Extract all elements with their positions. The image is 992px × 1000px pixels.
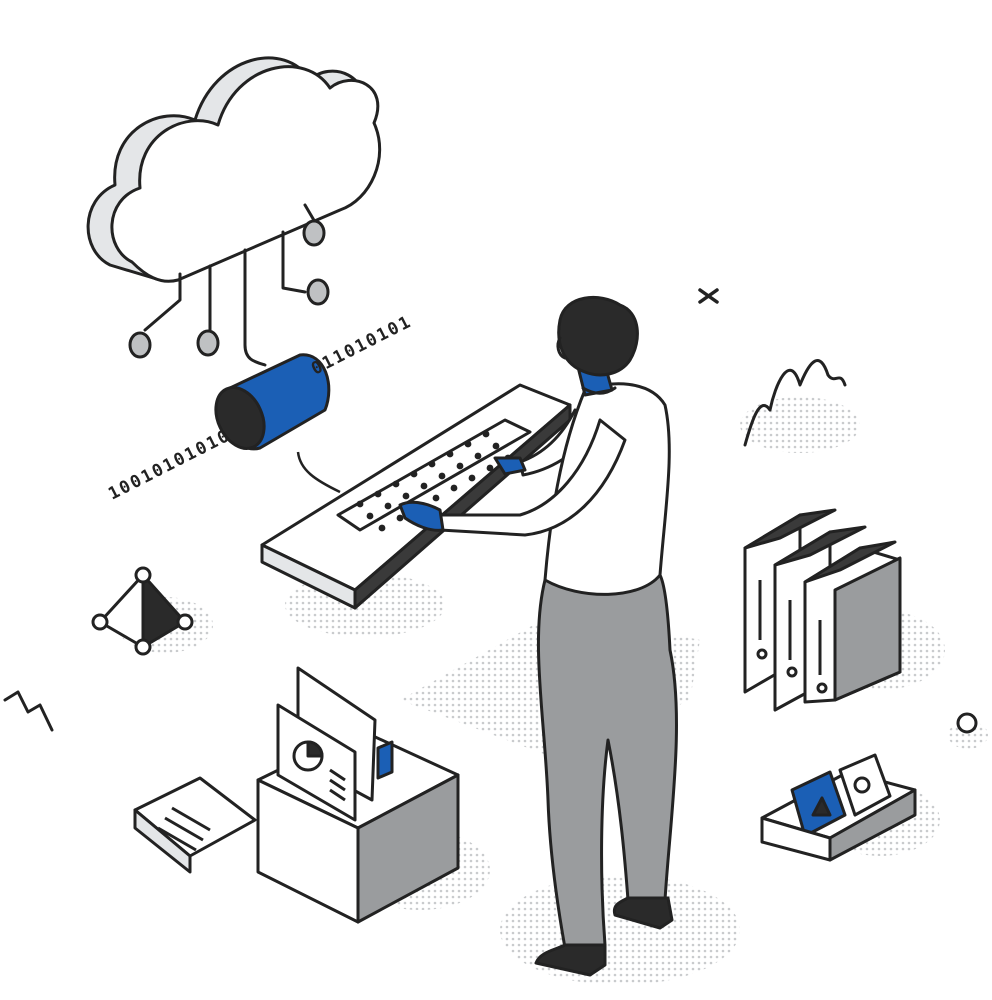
index-card-icon xyxy=(760,753,917,862)
zigzag-icon xyxy=(3,690,54,732)
document-icon xyxy=(133,776,257,874)
binary-text-lower: 10010101010 xyxy=(105,426,234,505)
database-icon xyxy=(214,353,341,494)
binary-text-upper: 011010101 xyxy=(308,312,415,380)
circle-icon xyxy=(956,712,978,734)
pie-chart-document xyxy=(276,703,357,822)
person-figure xyxy=(398,295,678,977)
triangle-network-icon xyxy=(91,566,194,656)
line-chart-icon xyxy=(743,359,847,447)
document-box-icon xyxy=(256,666,460,924)
cross-icon xyxy=(698,288,719,304)
cloud-icon xyxy=(86,56,382,367)
keyboard-icon xyxy=(260,383,572,610)
binder-icon xyxy=(743,508,902,712)
